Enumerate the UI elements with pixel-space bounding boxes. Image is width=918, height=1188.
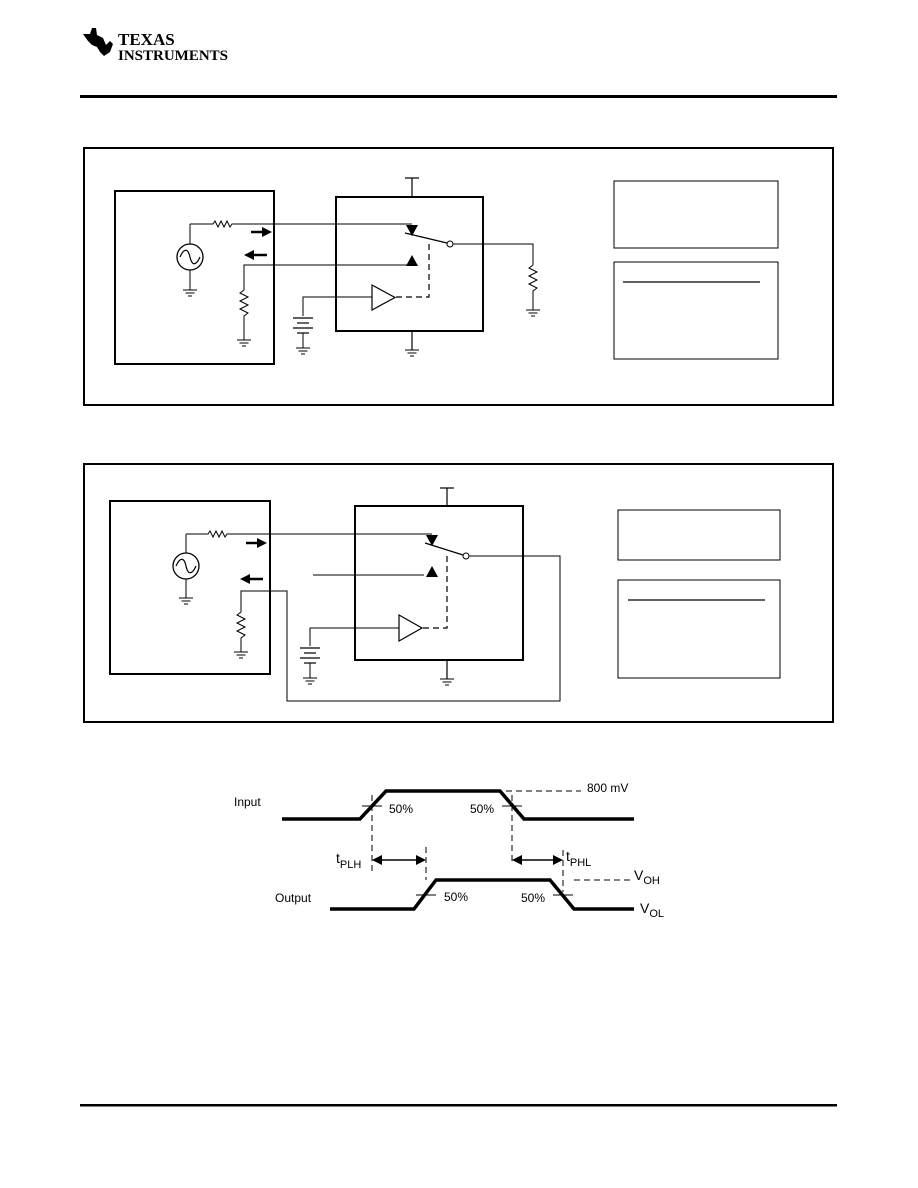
arrow-right-icon (257, 538, 267, 548)
voh-label: VOH (634, 867, 660, 887)
note-box-1b (613, 261, 779, 360)
logo-text-texas: Texas (118, 30, 175, 49)
battery-icon (293, 317, 313, 334)
source-resistor-2 (186, 529, 432, 539)
generator-box-1 (114, 190, 275, 365)
source-resistor-1 (190, 219, 412, 229)
triangle-down-icon (406, 225, 418, 236)
logo-text-instruments: Instruments (118, 48, 228, 64)
switch-contact-2 (462, 552, 470, 560)
output-waveform (330, 878, 634, 911)
pct-label-output-fall: 50% (521, 891, 545, 905)
texas-state-icon (83, 28, 113, 56)
ti-logo: Texas Instruments (83, 28, 228, 64)
triangle-up-icon (406, 255, 418, 266)
triangle-up-icon (426, 566, 438, 577)
fifty-percent-ticks (362, 805, 573, 896)
header-rule (80, 95, 837, 98)
test-circuit-2 (83, 463, 834, 723)
generator-box-2 (109, 500, 271, 675)
tplh-dimension (372, 855, 426, 865)
output-label: Output (275, 891, 312, 905)
ground-icon (234, 651, 248, 659)
arrow-left-icon (244, 250, 254, 260)
dut-box-1 (335, 196, 484, 332)
ground-icon (303, 677, 317, 685)
arrow-left-icon (240, 574, 250, 584)
ground-icon (440, 678, 454, 686)
ground-icon (405, 349, 419, 357)
tphl-dimension (512, 855, 563, 865)
pct-label-input-fall: 50% (470, 802, 494, 816)
switch-blade-2 (424, 542, 464, 556)
tplh-label: tPLH (336, 850, 361, 871)
load-resistor-1 (527, 264, 539, 310)
tphl-label: tPHL (566, 848, 591, 869)
battery-icon (300, 647, 320, 664)
buffer-icon-2 (398, 613, 424, 643)
timing-guides (371, 790, 633, 892)
ground-icon (526, 309, 540, 317)
threshold-label: 800 mV (587, 781, 628, 795)
test-circuit-1 (83, 147, 834, 406)
note-box-2a (617, 509, 781, 561)
pct-label-output-rise: 50% (444, 890, 468, 904)
triangle-down-icon (426, 535, 438, 546)
switch-blade-1 (404, 232, 448, 244)
termination-resistor-2 (235, 611, 247, 652)
ground-icon (296, 347, 310, 355)
switch-contact-1 (446, 240, 454, 248)
input-label: Input (234, 795, 261, 809)
termination-resistor-1 (238, 289, 250, 340)
note-box-2b (617, 579, 781, 679)
pct-label-input-rise: 50% (389, 802, 413, 816)
arrow-right-icon (262, 227, 272, 237)
circuit-2-frame (83, 463, 834, 723)
vol-label: VOL (640, 900, 664, 920)
ground-icon (183, 289, 197, 297)
circuit-1-frame (83, 147, 834, 406)
buffer-icon-1 (371, 283, 397, 312)
dut-box-2 (354, 505, 524, 661)
note-box-1a (613, 180, 779, 249)
ground-icon (179, 597, 193, 605)
ground-icon (237, 339, 251, 347)
timing-diagram: Input Output 800 mV 50% 50% 50% 50% tPLH… (234, 781, 664, 920)
footer-rule (80, 1104, 837, 1107)
input-waveform (282, 789, 634, 821)
